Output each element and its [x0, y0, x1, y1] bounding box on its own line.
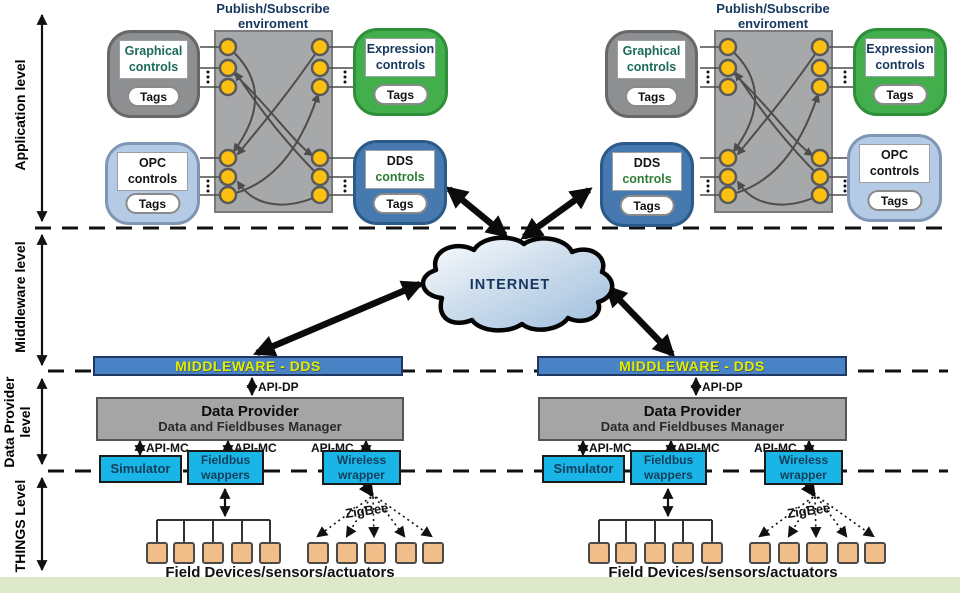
level-label-things: THINGS Level — [11, 479, 28, 573]
field-device-squares — [146, 542, 886, 564]
dds-controls-box-right: DDS controls Tags — [600, 142, 694, 227]
zigbee-links-right — [758, 480, 875, 539]
wireless-wrapper-box-left: Wireless wrapper — [322, 450, 401, 485]
tags-pill: Tags — [124, 193, 181, 214]
bottom-strip — [0, 577, 960, 593]
api-dp-label: API-DP — [702, 380, 743, 394]
tags-pill: Tags — [866, 190, 923, 211]
cloud-icon — [421, 235, 615, 333]
simulator-box-right: Simulator — [542, 455, 625, 483]
opc-controls-box-left: OPC controls Tags — [105, 142, 200, 225]
device-bus-left — [156, 519, 271, 543]
tags-pill: Tags — [372, 193, 428, 214]
middleware-dds-bar-right: MIDDLEWARE - DDS — [537, 356, 847, 376]
pubsub-environment-title-left: Publish/Subscribe enviroment — [216, 1, 330, 31]
expression-controls-box-right: Expression controls Tags — [853, 28, 947, 116]
level-label-middleware: Middleware level — [11, 241, 28, 353]
internet-link-arrows — [252, 186, 676, 358]
internet-label: INTERNET — [469, 277, 551, 293]
dds-controls-label: DDS controls — [612, 152, 682, 191]
opc-controls-label: OPC controls — [117, 152, 188, 191]
data-provider-box-right: Data Provider Data and Fieldbuses Manage… — [538, 397, 847, 441]
fieldbus-wrappers-box-right: Fieldbus wappers — [630, 450, 707, 485]
graphical-controls-label: Graphical controls — [119, 40, 188, 79]
wireless-wrapper-box-right: Wireless wrapper — [764, 450, 843, 485]
wireless-downlink-arrow — [358, 480, 374, 498]
pubsub-network-left — [200, 31, 355, 212]
level-label-application: Application level — [11, 59, 28, 171]
fieldbus-wrappers-box-left: Fieldbus wappers — [187, 450, 264, 485]
expression-controls-label: Expression controls — [365, 38, 436, 77]
simulator-box-left: Simulator — [99, 455, 182, 483]
zigbee-links-left — [316, 480, 433, 539]
expression-controls-box-left: Expression controls Tags — [353, 28, 448, 116]
tags-pill: Tags — [372, 84, 429, 105]
graphical-controls-label: Graphical controls — [617, 40, 686, 79]
api-mc-label: API-MC — [146, 441, 189, 455]
dds-controls-box-left: DDS controls Tags — [353, 140, 447, 225]
pubsub-environment-title-right: Publish/Subscribe enviroment — [716, 1, 830, 31]
field-devices-label-right: Field Devices/sensors/actuators — [608, 564, 838, 581]
dds-controls-label: DDS controls — [365, 150, 435, 189]
expression-controls-label: Expression controls — [865, 38, 935, 77]
pubsub-network-right — [700, 31, 855, 212]
graphical-controls-box-right: Graphical controls Tags — [605, 30, 698, 118]
tags-pill: Tags — [619, 195, 675, 216]
graphical-controls-box-left: Graphical controls Tags — [107, 30, 200, 118]
opc-controls-box-right: OPC controls Tags — [847, 134, 942, 222]
tags-pill: Tags — [126, 86, 181, 107]
device-bus-right — [598, 519, 713, 543]
middleware-dds-bar-left: MIDDLEWARE - DDS — [93, 356, 403, 376]
api-mc-label: API-MC — [589, 441, 632, 455]
internet-cloud — [408, 234, 620, 334]
field-devices-label-left: Field Devices/sensors/actuators — [165, 564, 395, 581]
opc-controls-label: OPC controls — [859, 144, 930, 183]
api-dp-label: API-DP — [258, 380, 299, 394]
tags-pill: Tags — [872, 84, 928, 105]
tags-pill: Tags — [624, 86, 679, 107]
wireless-downlink-arrow — [800, 480, 816, 498]
data-provider-box-left: Data Provider Data and Fieldbuses Manage… — [96, 397, 404, 441]
